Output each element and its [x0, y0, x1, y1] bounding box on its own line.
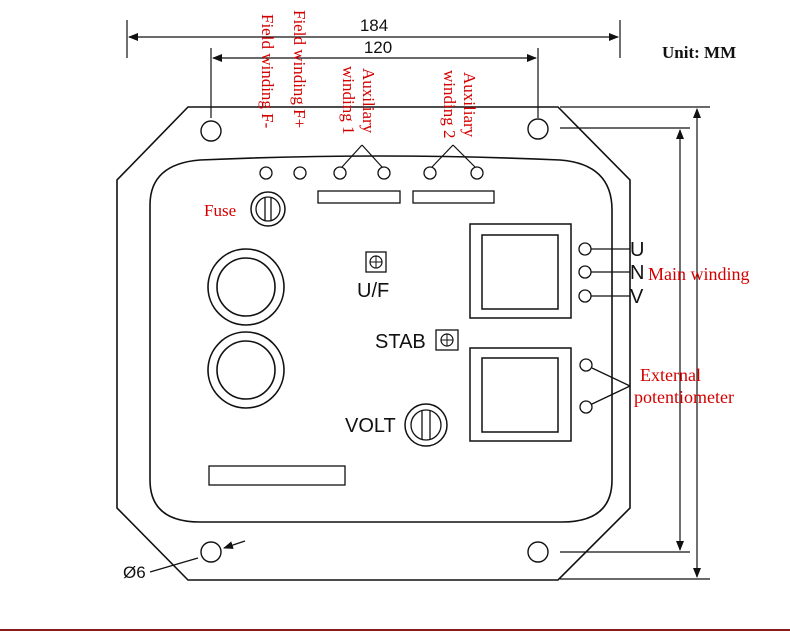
field-winding-minus-label: Field winding F-: [258, 14, 277, 129]
aux-winding-2-line2: winding 2: [440, 70, 459, 138]
terminal-field-minus: [259, 166, 273, 180]
outer-plate: [116, 106, 631, 581]
mounting-hole-bottom-right: [527, 541, 549, 563]
fuse-label: Fuse: [204, 201, 236, 220]
height-dimensions: [560, 106, 710, 580]
external-potentiometer-line2: potentiometer: [634, 387, 734, 407]
hole-diameter-leader: [149, 540, 246, 573]
terminal-field-plus: [293, 166, 307, 180]
width-dimension-184: [126, 20, 621, 58]
dimension-120-label: 120: [364, 38, 392, 57]
terminal-n-label: N: [630, 262, 644, 284]
aux-winding-2-line1: Auxiliary: [460, 72, 479, 138]
hole-diameter-label: Ø6: [123, 563, 146, 582]
terminal-aux1-b: [377, 166, 391, 180]
uf-label: U/F: [357, 280, 389, 302]
terminal-strip-2: [412, 190, 495, 204]
mounting-hole-top-left: [200, 120, 222, 142]
terminal-aux2-b: [470, 166, 484, 180]
terminal-v-label: V: [630, 286, 644, 308]
stab-adjuster-icon: [435, 329, 459, 351]
aux-winding-1-line2: winding 1: [339, 66, 358, 134]
potentiometer-terminal-points: [579, 358, 631, 414]
round-connector-lower: [207, 331, 285, 409]
uf-adjuster-icon: [365, 251, 387, 273]
main-winding-label: Main winding: [648, 264, 750, 284]
volt-label: VOLT: [345, 415, 396, 437]
dimension-184-label: 184: [360, 16, 388, 35]
mounting-hole-top-right: [527, 118, 549, 140]
terminal-block-lower: [469, 347, 572, 442]
terminal-block-upper: [469, 223, 572, 319]
unit-label: Unit: MM: [662, 43, 736, 62]
terminal-strip-1: [317, 190, 401, 204]
stab-label: STAB: [375, 331, 426, 353]
mounting-hole-bottom-left: [200, 541, 222, 563]
fuse-icon: [250, 191, 286, 227]
round-connector-upper: [207, 248, 285, 326]
aux-winding-1-line1: Auxiliary: [359, 68, 378, 134]
bottom-terminal-strip: [208, 465, 346, 486]
field-winding-plus-label: Field winding F+: [290, 10, 309, 128]
terminal-aux2-a: [423, 166, 437, 180]
terminal-aux1-a: [333, 166, 347, 180]
external-potentiometer-line1: External: [640, 365, 701, 385]
main-terminal-points: [578, 242, 630, 303]
volt-knob-icon: [404, 403, 448, 447]
aux-leaders: [341, 144, 476, 168]
terminal-u-label: U: [630, 239, 644, 261]
inner-panel: [149, 155, 613, 523]
